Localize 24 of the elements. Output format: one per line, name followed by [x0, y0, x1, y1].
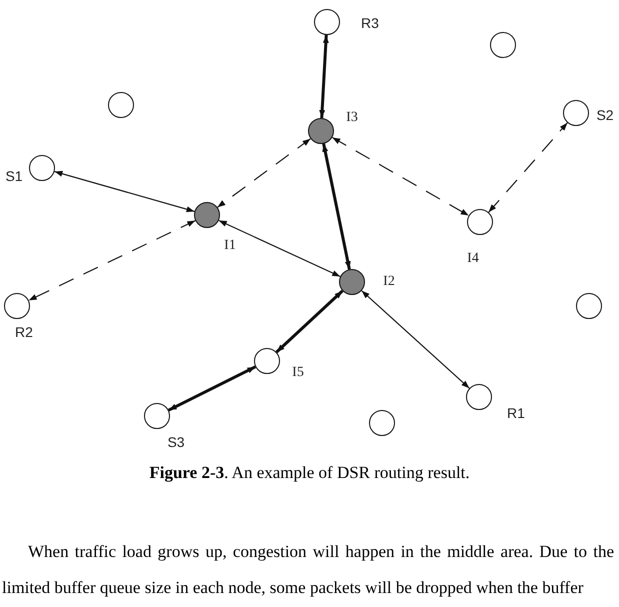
node-label: S1 — [5, 168, 23, 184]
link-arrow — [28, 220, 196, 301]
link-arrow — [276, 290, 344, 354]
link-arrow — [54, 170, 195, 212]
node-label: S3 — [167, 434, 185, 450]
node-label: I5 — [292, 365, 304, 381]
link-arrow — [361, 290, 470, 389]
link-arrow — [488, 122, 568, 213]
node-label: R3 — [361, 15, 379, 31]
link-arrow — [218, 220, 340, 278]
node-label: I1 — [224, 238, 236, 254]
node-label: R2 — [15, 324, 33, 340]
node-label: I3 — [346, 110, 358, 126]
link-arrow — [168, 365, 256, 412]
node-label: I4 — [467, 251, 479, 267]
link-arrow — [319, 34, 329, 118]
figure-caption: Figure 2-3. An example of DSR routing result. — [148, 463, 471, 483]
body-paragraph: When traffic load grows up, congestion will happen in the middle area. Due to the limited buffer queue size in each node, some packets will be dropped when the buffer — [2, 541, 614, 599]
node-label: R1 — [507, 405, 525, 421]
node-label: S2 — [596, 107, 614, 123]
link-arrow — [217, 138, 311, 208]
link-arrow — [322, 143, 351, 270]
link-arrow — [332, 136, 469, 216]
node-label: I2 — [383, 274, 395, 290]
